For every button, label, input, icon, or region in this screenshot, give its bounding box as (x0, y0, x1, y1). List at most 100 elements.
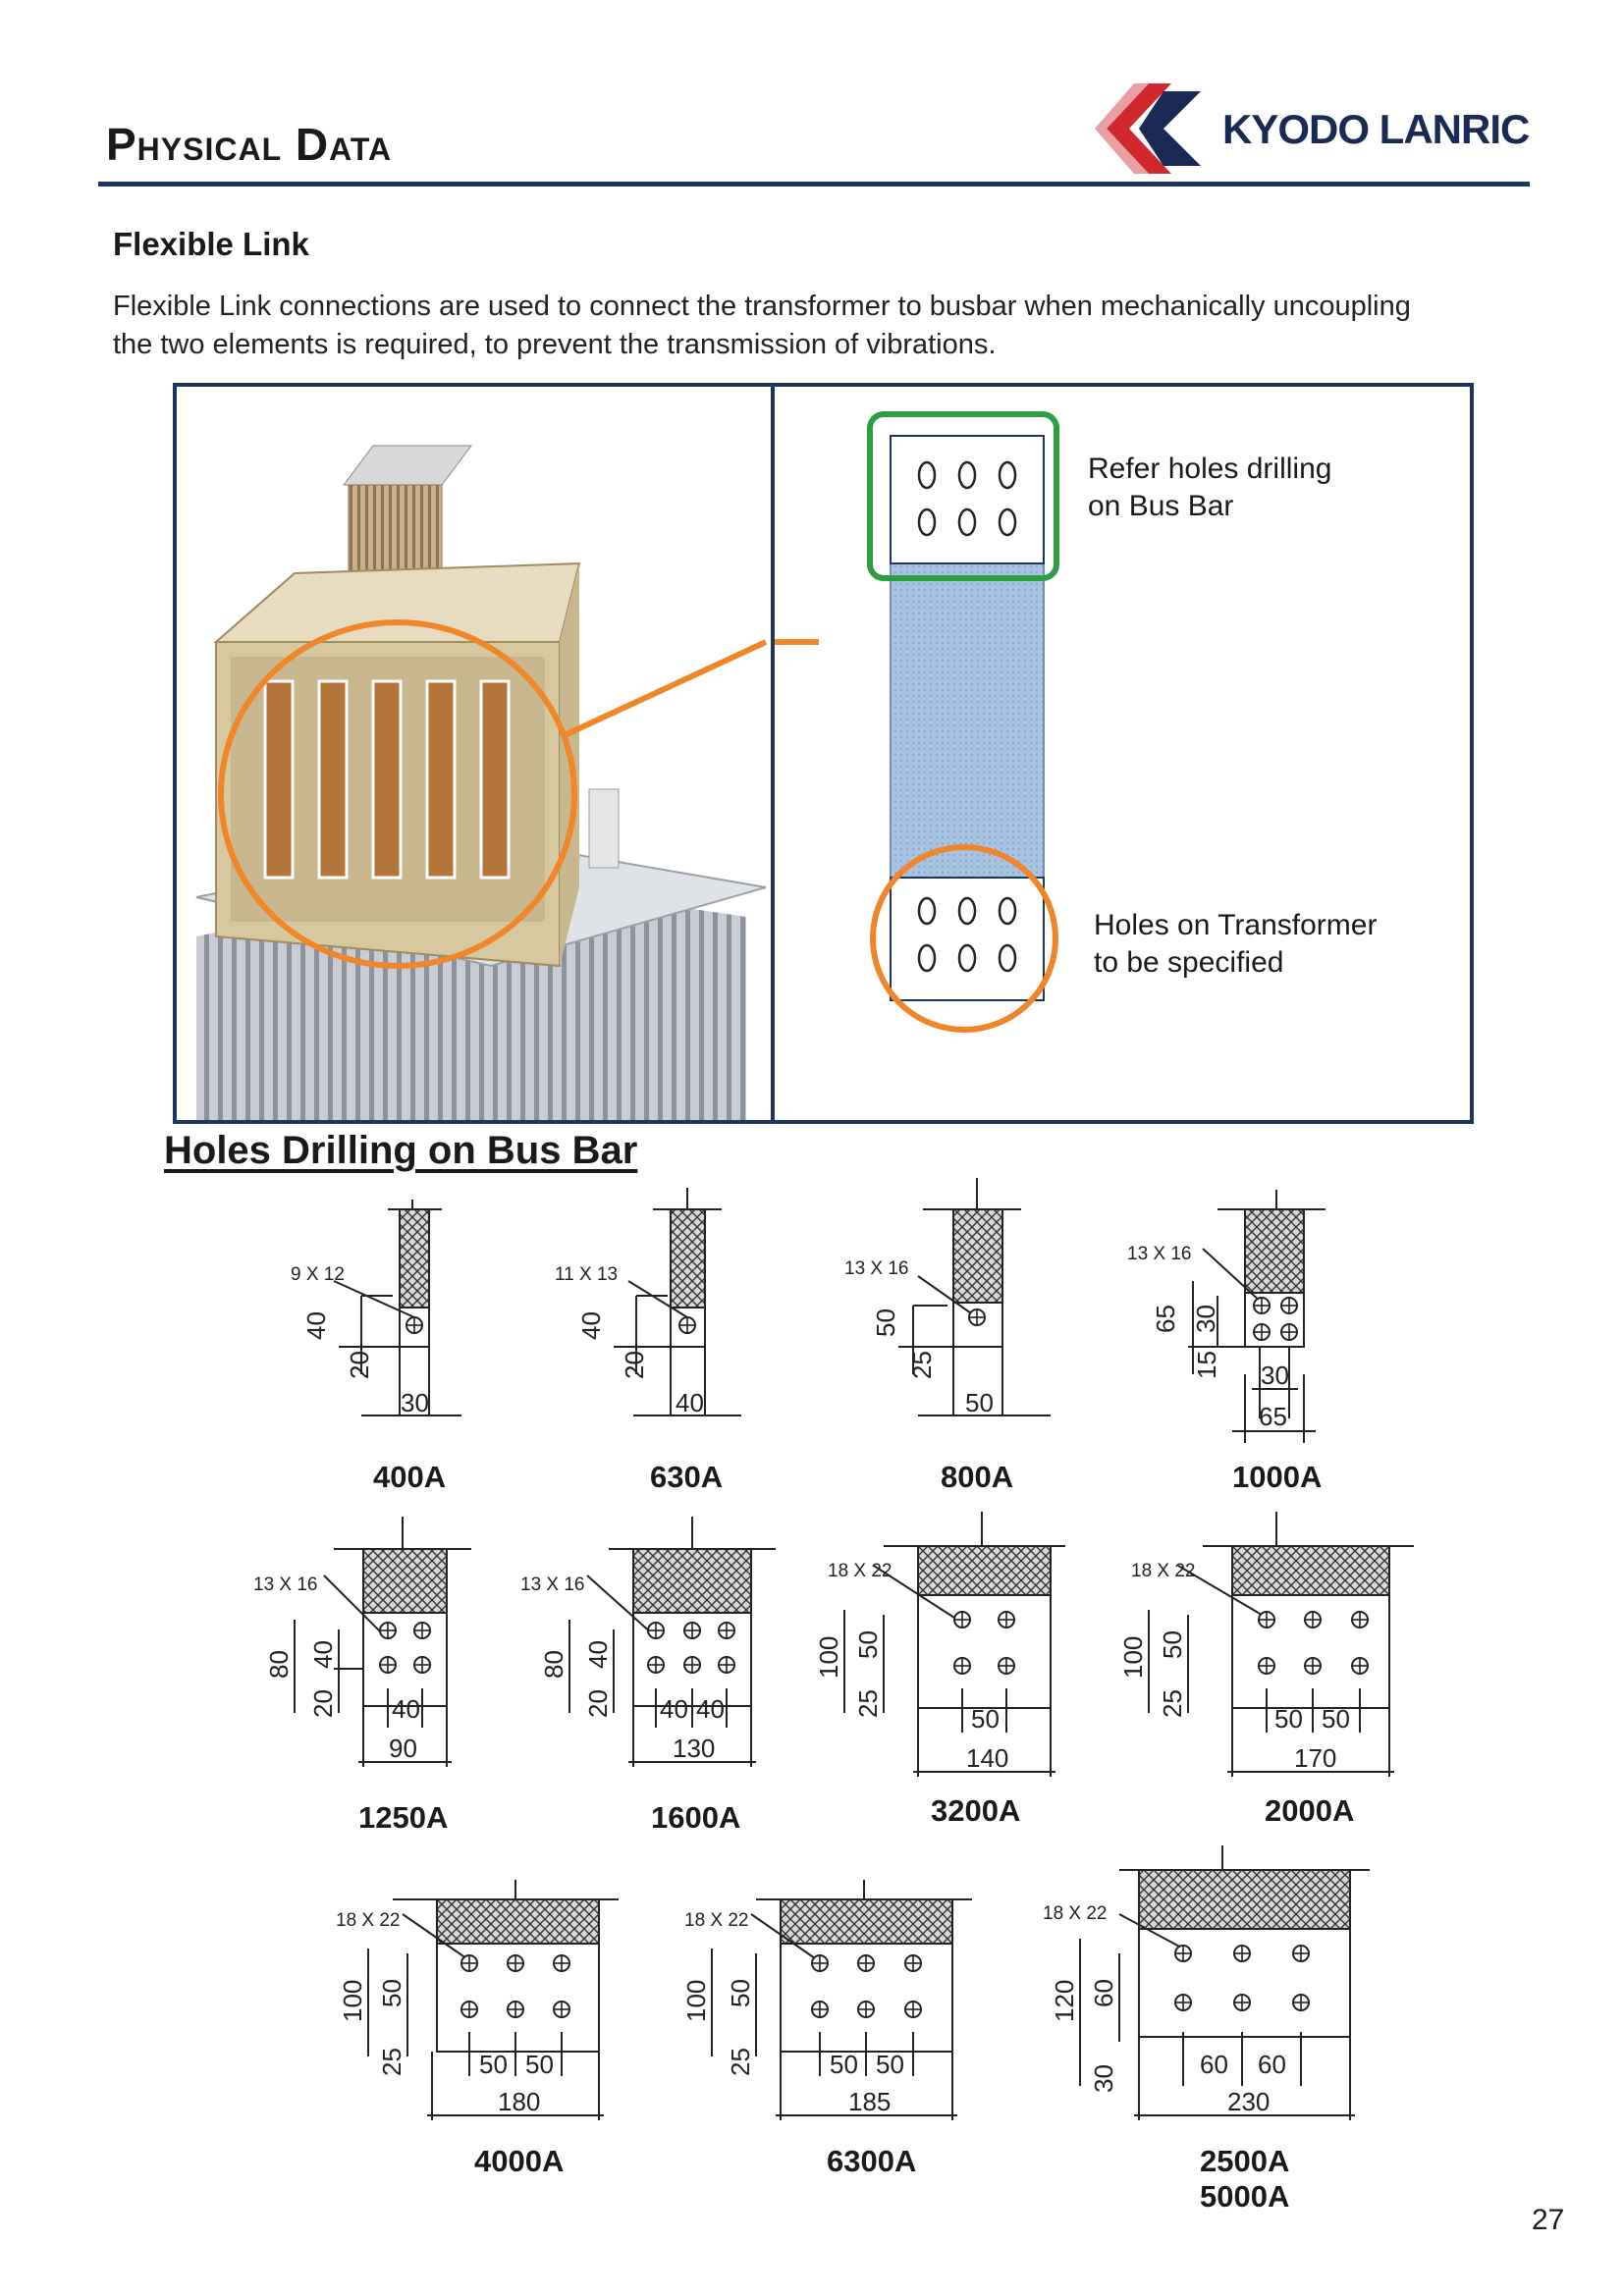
header-divider (98, 182, 1530, 187)
dimension-label: 30 (1191, 1305, 1220, 1333)
page-number: 27 (1532, 2204, 1565, 2236)
holes-drilling-heading: Holes Drilling on Bus Bar (164, 1129, 638, 1172)
dimension-label: 65 (1151, 1305, 1180, 1333)
dimension-label: 20 (308, 1689, 338, 1718)
rating-label: 1250A (358, 1800, 448, 1835)
dimension-label: 40 (301, 1311, 331, 1340)
dimension-label: 180 (498, 2087, 540, 2116)
flexible-link-schematic (775, 411, 1059, 1033)
hole-size-label: 13 X 16 (844, 1258, 909, 1279)
section-description: Flexible Link connections are used to co… (113, 291, 1411, 360)
hole-size-label: 13 X 16 (520, 1575, 585, 1595)
hole-size-label: 18 X 22 (1043, 1903, 1108, 1924)
figure-divider (771, 383, 775, 1124)
busbar-annotation: Refer holes drilling on Bus Bar (1088, 453, 1332, 522)
dimension-label: 40 (308, 1640, 338, 1669)
dimension-label: 60 (1200, 2050, 1228, 2079)
hole-size-label: 18 X 22 (1131, 1561, 1196, 1581)
dimension-label: 50 (871, 1308, 900, 1337)
rating-label: 6300A (827, 2144, 916, 2178)
transformer-highlight (870, 844, 1058, 1033)
drawing-2500a-5000a (1079, 1845, 1370, 2120)
rating-label: 2500A (1200, 2144, 1289, 2178)
rating-label: 1600A (651, 1800, 740, 1835)
dimension-label: 140 (966, 1743, 1008, 1773)
flexible-link-figure: Refer holes drilling on Bus Bar Holes on… (173, 383, 1474, 1124)
dimension-label: 40 (576, 1311, 606, 1340)
transformer-render-image (195, 445, 768, 1120)
dimension-label: 90 (389, 1734, 417, 1763)
rating-label: 1000A (1232, 1460, 1322, 1494)
drawing-2000a (1148, 1512, 1414, 1777)
dimension-label: 50 (876, 2050, 904, 2079)
dimension-label: 100 (338, 1980, 367, 2022)
rating-label: 630A (650, 1460, 723, 1494)
dimension-label: 25 (907, 1351, 937, 1379)
dimension-label: 50 (1322, 1704, 1350, 1734)
dimension-label: 80 (264, 1650, 294, 1679)
rating-label: 800A (941, 1460, 1013, 1494)
dimension-label: 20 (620, 1351, 649, 1379)
dimension-label: 50 (377, 1979, 406, 2007)
drawing-3200a (843, 1512, 1065, 1777)
dimension-label: 25 (726, 2048, 755, 2076)
hole-size-label: 18 X 22 (336, 1910, 401, 1931)
dimension-label: 25 (853, 1689, 883, 1718)
rating-label: 5000A (1200, 2179, 1289, 2214)
dimension-label: 30 (1089, 2064, 1118, 2093)
dimension-label: 60 (1089, 1979, 1118, 2007)
drawing-1000a (1188, 1190, 1325, 1443)
drawing-630a (614, 1188, 741, 1416)
dimension-label: 40 (660, 1694, 688, 1724)
drawing-800a (898, 1178, 1051, 1416)
dimension-label: 100 (1118, 1636, 1148, 1679)
dimension-label: 185 (848, 2087, 891, 2116)
dimension-label: 50 (830, 2050, 858, 2079)
transformer-holes (917, 896, 1017, 973)
drawing-1250a (294, 1517, 471, 1767)
dimension-label: 20 (583, 1689, 613, 1718)
hole-size-label: 18 X 22 (684, 1910, 749, 1931)
page-title: Physical Data (106, 119, 393, 170)
rating-label: 400A (373, 1460, 446, 1494)
drawing-400a (333, 1200, 461, 1416)
dimension-label: 80 (539, 1650, 568, 1679)
hole-size-label: 13 X 16 (253, 1575, 318, 1595)
dimension-label: 120 (1050, 1980, 1079, 2022)
dimension-label: 100 (681, 1980, 711, 2022)
dimension-label: 40 (696, 1694, 725, 1724)
dimension-label: 40 (392, 1694, 420, 1724)
dimension-label: 60 (1258, 2050, 1286, 2079)
dimension-label: 20 (345, 1351, 374, 1379)
dimension-label: 50 (726, 1979, 755, 2007)
busbar-highlight (867, 411, 1059, 581)
transformer-annotation: Holes on Transformer to be specified (1094, 909, 1378, 979)
dimension-label: 15 (1192, 1351, 1221, 1379)
hole-size-label: 11 X 13 (555, 1264, 618, 1285)
dimension-label: 50 (1158, 1630, 1187, 1659)
dimension-label: 30 (401, 1388, 429, 1417)
dimension-label: 50 (1274, 1704, 1303, 1734)
dimension-label: 50 (965, 1388, 994, 1417)
section-title: Flexible Link (113, 226, 309, 262)
dimension-label: 40 (583, 1640, 613, 1669)
dimension-label: 30 (1261, 1361, 1289, 1390)
rating-label: 2000A (1265, 1793, 1354, 1828)
dimension-label: 25 (1158, 1689, 1187, 1718)
dimension-label: 100 (814, 1636, 843, 1679)
dimension-label: 230 (1227, 2087, 1270, 2116)
brand-name: KYODO LANRIC (1222, 106, 1530, 152)
dimension-label: 50 (971, 1704, 1000, 1734)
dimension-label: 40 (676, 1388, 704, 1417)
dimension-label: 170 (1294, 1743, 1336, 1773)
rating-label: 3200A (931, 1793, 1020, 1828)
dimension-label: 65 (1259, 1402, 1287, 1431)
dimension-label: 50 (525, 2050, 554, 2079)
hole-size-label: 9 X 12 (291, 1264, 345, 1285)
dimension-label: 25 (377, 2048, 406, 2076)
dimension-label: 50 (853, 1630, 883, 1659)
dimension-label: 50 (479, 2050, 508, 2079)
rating-label: 4000A (474, 2144, 564, 2178)
busbar-holes (917, 460, 1017, 537)
